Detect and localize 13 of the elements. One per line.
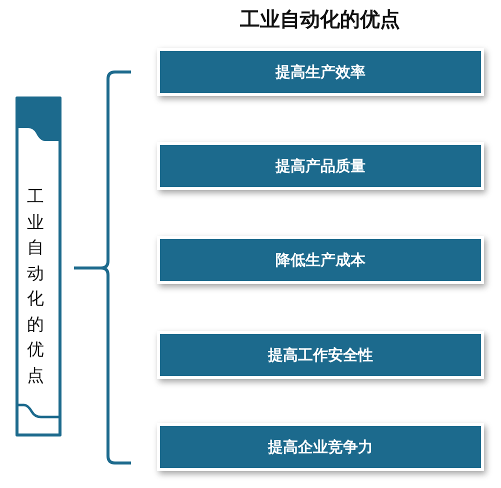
advantage-box [157,236,484,284]
node-label: 工业自动化的优点 [27,186,44,388]
node-label: 提高企业竞争力 [268,438,373,456]
diagram-title: 工业自动化的优点 [239,6,401,33]
node-label: 提高工作安全性 [268,346,373,364]
node-label: 提高产品质量 [276,156,366,176]
scroll-card [14,95,63,438]
advantage-box [157,142,484,190]
advantage-box [157,48,484,96]
advantage-box [157,423,484,471]
advantage-box [157,331,484,379]
node-label: 提高生产效率 [276,62,366,82]
node-label: 降低生产成本 [276,250,366,270]
